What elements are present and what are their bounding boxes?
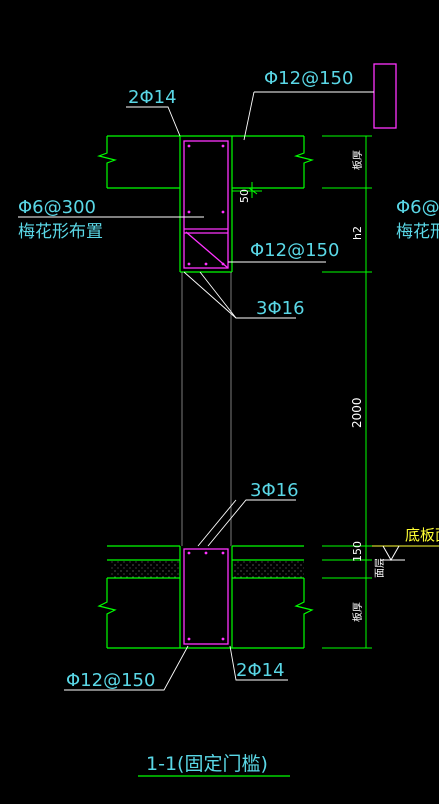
stirrup-right-note: 梅花形布 (396, 222, 439, 242)
upper-rebar-cage (183, 140, 229, 269)
leaders (18, 91, 326, 691)
dim-surface: 面层 (374, 558, 386, 578)
elevation-marker (372, 545, 439, 562)
detail-box (373, 63, 397, 129)
dim-h2: h2 (351, 226, 364, 240)
lower-rebar-cage (183, 548, 229, 645)
top-right-bar-label: Φ12@150 (264, 68, 353, 89)
dim-150: 150 (351, 541, 364, 562)
upper-bar-dots (187, 144, 225, 266)
bottom-right-bar-label: 2Φ14 (236, 660, 285, 681)
stirrup-right-label: Φ6@3 (396, 197, 439, 218)
upper-beam-bar-label: Φ12@150 (250, 240, 339, 261)
dim-bottom-slab: 板厚 (351, 602, 364, 622)
bottom-left-bar-label: Φ12@150 (66, 670, 155, 691)
stirrup-left-label: Φ6@300 (18, 197, 96, 218)
section-title: 1-1(固定门槛) (146, 753, 268, 775)
concrete-right (232, 560, 304, 578)
floor-elevation-label: 底板面标 (405, 526, 439, 544)
dim-2000: 2000 (350, 397, 364, 428)
upper-long-bar-label: 3Φ16 (256, 298, 305, 319)
dim-top-slab: 板厚 (351, 150, 364, 170)
stirrup-left-note: 梅花形布置 (18, 222, 103, 242)
bottom-slab (97, 545, 314, 649)
top-left-bar-label: 2Φ14 (128, 87, 177, 108)
concrete-left (110, 560, 180, 578)
lower-bar-dots (187, 551, 225, 641)
wall-lines (181, 272, 232, 546)
top-slab (96, 135, 315, 189)
lower-long-bar-label: 3Φ16 (250, 480, 299, 501)
upper-beam (179, 136, 233, 273)
dimension-line (232, 135, 372, 649)
dim-50: 50 (238, 189, 251, 203)
